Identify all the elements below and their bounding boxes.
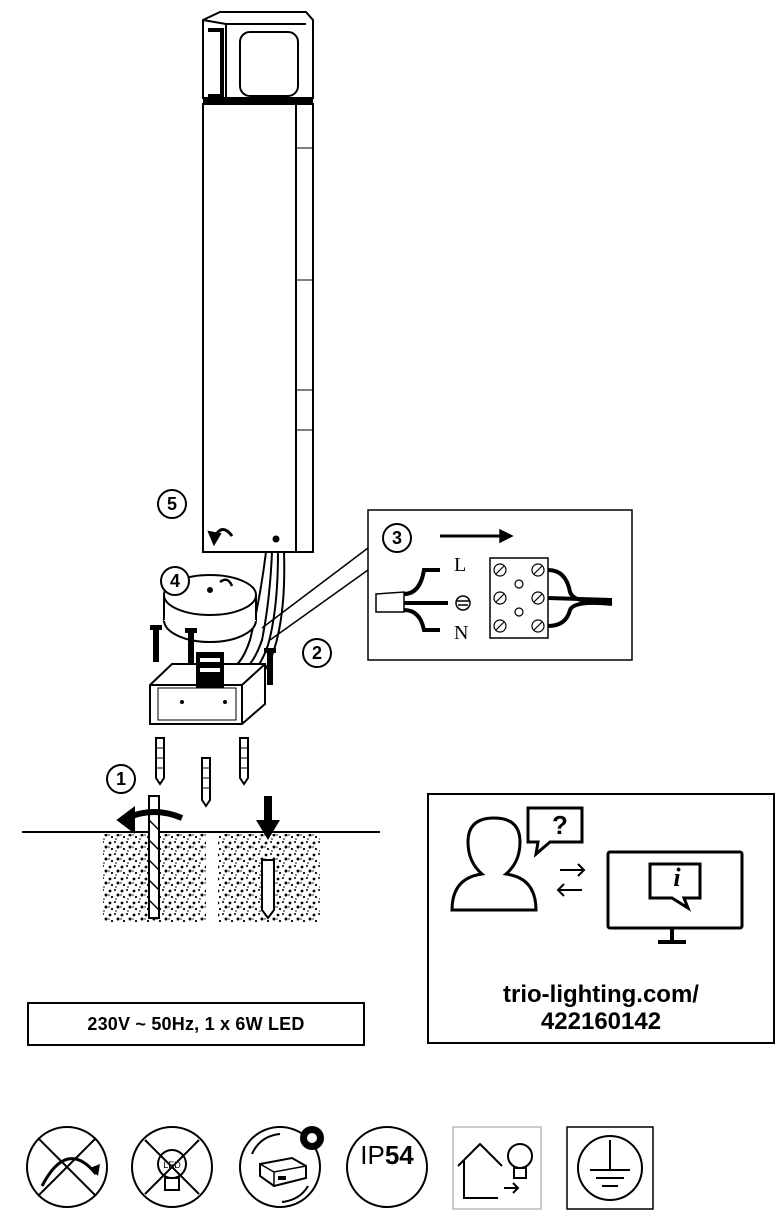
step-3-marker: 3 [382, 523, 412, 553]
info-mark: i [673, 863, 681, 892]
ip-digits: 54 [384, 1140, 414, 1170]
screws [150, 625, 276, 685]
spec-label: 230V ~ 50Hz, 1 x 6W LED [87, 1013, 305, 1034]
help-illustration [450, 806, 744, 944]
bollard-lamp [202, 11, 314, 553]
step-1-marker: 1 [106, 764, 136, 794]
base-plate [149, 652, 266, 725]
ground [22, 795, 380, 922]
ip54-icon [346, 1126, 428, 1208]
led-label: LED [163, 1160, 181, 1170]
info-code: 422160142 [540, 1008, 662, 1035]
not-dimmable-icon [26, 1126, 108, 1208]
junction-box [163, 574, 257, 643]
step-5-marker: 5 [157, 489, 187, 519]
wiring-detail [261, 509, 633, 661]
neutral-wire-label: N [454, 622, 469, 644]
spec-label-box: 230V ~ 50Hz, 1 x 6W LED [27, 1002, 365, 1046]
protective-earth-icon [566, 1126, 654, 1210]
step-4-marker: 4 [160, 566, 190, 596]
wall-plugs [155, 737, 249, 808]
replaceable-control-gear-icon [239, 1126, 324, 1208]
outdoor-use-icon [452, 1126, 542, 1210]
step-2-marker: 2 [302, 638, 332, 668]
ip-prefix: IP [360, 1140, 385, 1170]
info-box: ? i trio-lighting.com/ 422160142 [427, 793, 775, 1044]
ip-rating-text: IP54 [346, 1140, 428, 1170]
question-mark: ? [552, 810, 568, 840]
live-wire-label: L [454, 554, 467, 576]
info-url[interactable]: trio-lighting.com/ [503, 981, 699, 1008]
led-not-replaceable-icon: LED [131, 1126, 213, 1208]
